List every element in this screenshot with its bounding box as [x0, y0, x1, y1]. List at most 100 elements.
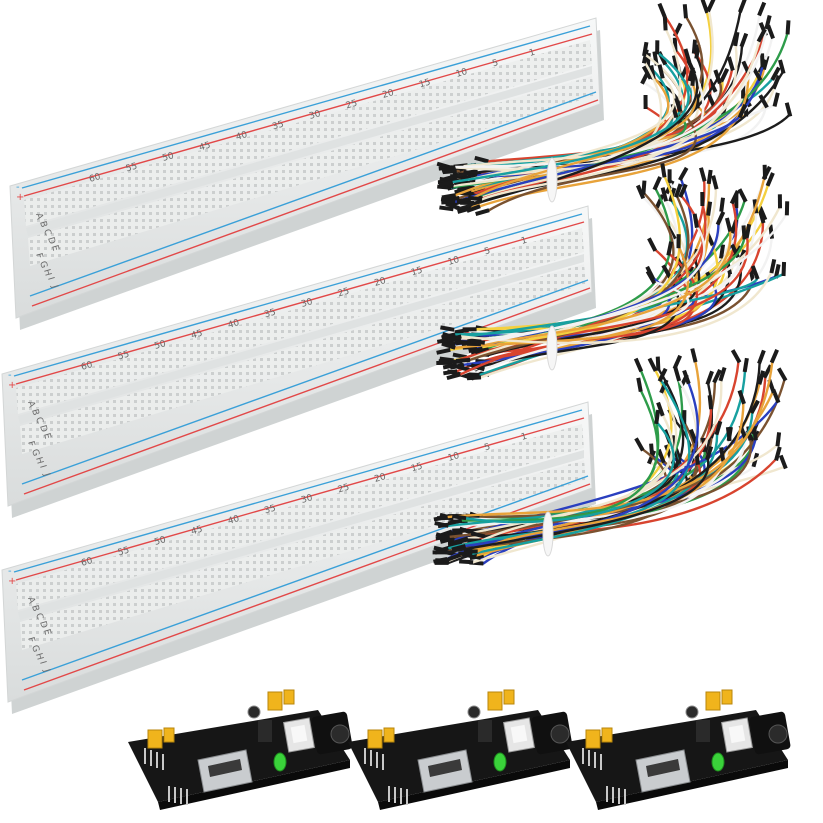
power-switch-cap	[290, 724, 308, 744]
column-number: 55	[117, 350, 131, 363]
wire-pin-housing	[742, 357, 749, 373]
row-letter: E	[41, 628, 52, 637]
wire-pin-housing	[662, 16, 668, 31]
rail-line-blue	[21, 279, 589, 485]
jumper-wire	[457, 70, 699, 210]
wire-pin-housing	[655, 40, 660, 55]
rail-line-red	[15, 221, 585, 385]
capacitor	[685, 705, 699, 719]
row-letter: B	[29, 604, 40, 613]
row-letter: H	[41, 268, 52, 277]
jumper-wire	[454, 245, 689, 349]
jumper-wire-bundle	[432, 348, 788, 566]
jumper-wire	[479, 228, 732, 346]
column-number: 10	[447, 451, 461, 464]
wire-pin-housing	[749, 399, 760, 415]
green-led	[493, 752, 507, 772]
rail-line-red	[23, 33, 593, 197]
column-number: 25	[345, 99, 359, 112]
wire-pin-housing	[752, 426, 758, 441]
wire-pin-housing	[769, 348, 779, 364]
row-letter: I	[37, 464, 47, 469]
wire-pin-housing	[770, 66, 781, 81]
wire-pin-housing	[634, 437, 645, 452]
wire-pin-housing	[706, 201, 713, 216]
wire-pin-housing	[433, 515, 449, 522]
column-number: 15	[410, 462, 424, 475]
usb-port-slot	[428, 759, 462, 777]
cable-tie	[546, 325, 558, 371]
column-number: 20	[373, 472, 387, 485]
wire-pin-housing	[455, 364, 470, 372]
jumper-wire	[469, 82, 697, 201]
wire-pin-housing	[641, 49, 649, 64]
wire-pin-housing	[467, 195, 483, 202]
wire-pin-housing	[676, 234, 681, 249]
column-number: 15	[418, 78, 432, 91]
wire-pin-housing	[635, 184, 646, 200]
row-letter: H	[33, 456, 44, 465]
header-pin	[382, 754, 384, 770]
wire-pin-housing	[441, 199, 456, 205]
usb-port-slot	[646, 759, 680, 777]
wire-pin-housing	[438, 180, 454, 188]
wire-pin-housing	[674, 97, 683, 113]
header-pin	[150, 750, 152, 766]
column-number: 15	[410, 266, 424, 279]
wire-pin-housing	[647, 237, 658, 252]
wire-pin-housing	[674, 183, 683, 198]
column-number: 10	[447, 255, 461, 268]
wire-pin-housing	[446, 372, 461, 381]
jumper-wire	[456, 276, 759, 339]
usb-port-slot	[208, 759, 242, 777]
voltage-regulator	[478, 720, 492, 742]
wire-pin-housing	[643, 94, 648, 110]
column-number: 10	[455, 67, 469, 80]
wire-pin-housing	[678, 183, 688, 199]
jumper-wire	[451, 51, 690, 184]
row-letter: A	[25, 596, 37, 605]
wire-pin-housing	[774, 446, 782, 461]
wire-pin-housing	[705, 370, 714, 386]
wire-pin-housing	[652, 51, 659, 66]
power-switch-cap	[510, 724, 528, 744]
wire-pin-housing	[699, 167, 707, 182]
wire-pin-housing	[661, 264, 672, 279]
wire-pin-housing	[672, 354, 683, 370]
rail-line-blue	[21, 25, 591, 189]
wire-pin-housing	[761, 165, 772, 181]
wire-pin-housing	[757, 209, 766, 224]
column-number: 25	[337, 483, 351, 496]
wire-pin-housing	[655, 356, 661, 371]
wire-pin-housing	[433, 556, 448, 564]
wire-pin-housing	[457, 206, 472, 214]
yellow-jumper	[487, 691, 503, 711]
column-number: 5	[483, 442, 491, 453]
header-pin	[180, 788, 182, 804]
wire-pin-housing	[455, 357, 471, 363]
rail-sign-minus: -	[8, 370, 12, 381]
column-number: 20	[373, 276, 387, 289]
column-number: 55	[125, 162, 139, 175]
wire-pin-housing	[737, 103, 748, 119]
jumper-wire	[446, 359, 774, 519]
wire-pin-housing	[682, 369, 691, 385]
wire-pin-housing	[456, 197, 471, 204]
wire-pin-housing	[654, 409, 661, 425]
hole-field-lower	[20, 264, 586, 454]
rail-line-red	[31, 99, 599, 307]
wire-pin-housing	[458, 559, 474, 565]
wire-pin-housing	[692, 213, 699, 229]
yellow-jumper	[383, 727, 395, 743]
wire-pin-housing	[784, 102, 793, 117]
row-letter: D	[37, 424, 49, 433]
row-letter: J	[41, 667, 52, 673]
row-letter: E	[49, 244, 60, 253]
pcb-edge	[158, 760, 350, 810]
header-pin	[600, 754, 602, 770]
row-letter: C	[41, 228, 52, 237]
column-number: 50	[153, 339, 167, 352]
wire-pin-housing	[706, 169, 713, 185]
column-number: 35	[271, 120, 285, 133]
voltage-regulator	[696, 720, 710, 742]
